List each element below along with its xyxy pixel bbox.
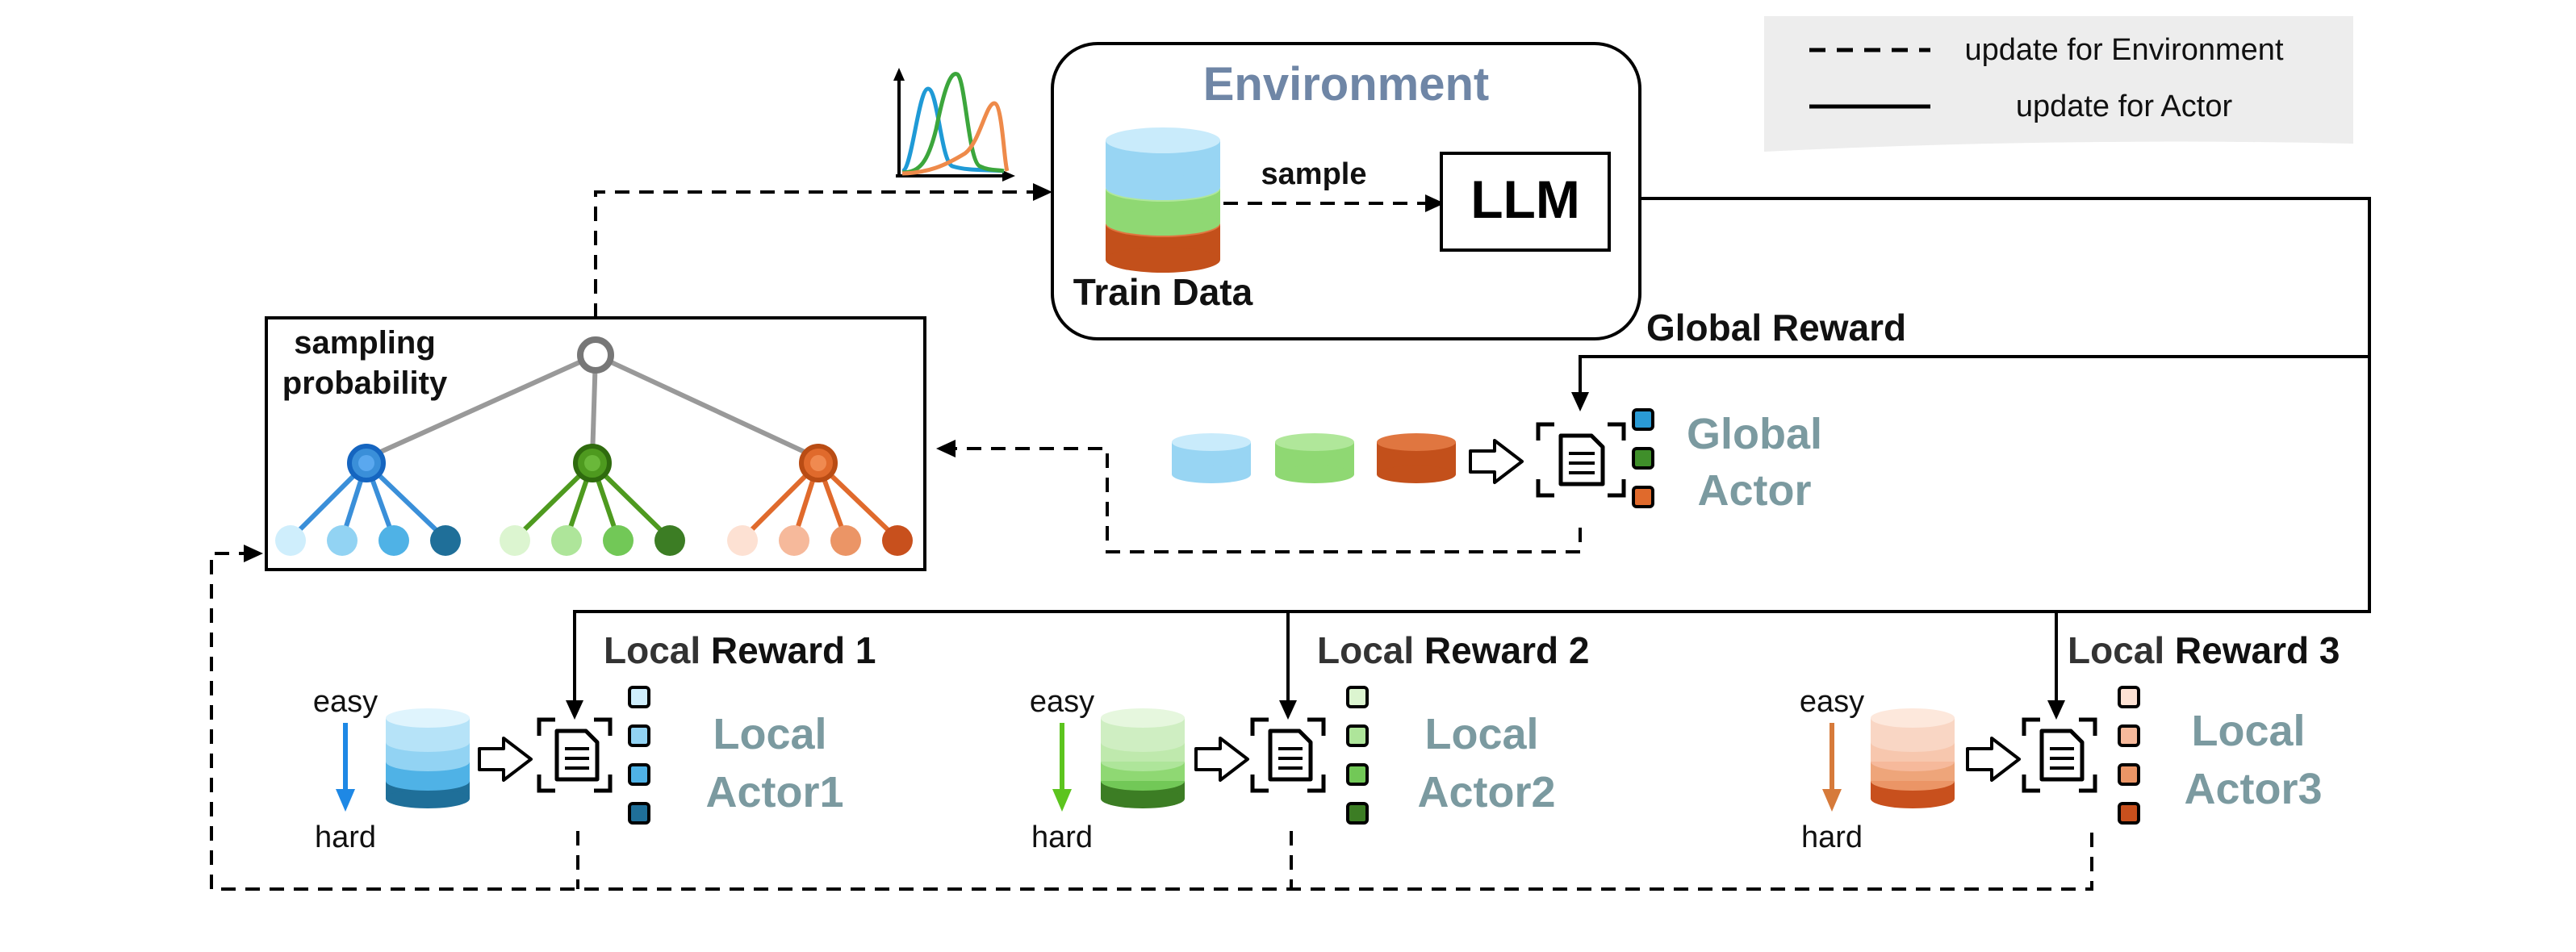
local-2-database-icon: [1101, 708, 1185, 808]
dashed-locals-to-tree: [210, 552, 2093, 891]
orange-branch: [727, 444, 913, 556]
local-3-difficulty-arrowhead: [1822, 789, 1842, 812]
global-actor-label-line2: Actor: [1697, 466, 1811, 515]
local-actor-3-label-line1: Local: [2191, 707, 2305, 755]
local-reward-2-label: Local Reward 2: [1317, 629, 1589, 671]
local-reward-2-arrowhead: [1279, 700, 1297, 720]
global-reward-arrowhead: [1571, 392, 1589, 411]
global-reward-label: Global Reward: [1646, 307, 1906, 349]
environment-title: Environment: [1203, 58, 1490, 111]
local-actor-2-label-line2: Actor2: [1417, 768, 1555, 816]
legend-dashed-label: update for Environment: [1964, 33, 2283, 67]
local-3-document-icon: [2022, 717, 2097, 793]
global-hollow-arrow-icon: [1469, 439, 1524, 484]
sampling-label-line1: sampling: [294, 325, 436, 361]
green-branch: [500, 444, 685, 556]
llm-box: [1440, 152, 1611, 252]
solid-llm-to-rewards: [573, 197, 2371, 704]
global-databases: [1172, 433, 1456, 483]
local-1-document-icon: [537, 717, 613, 793]
legend: update for Environment update for Actor: [1764, 16, 2353, 152]
sampling-label-line2: probability: [282, 365, 448, 401]
distribution-curves-icon: [893, 68, 1015, 182]
local-1-score-squares: [628, 686, 650, 825]
blue-branch: [275, 444, 461, 556]
dashed-tree-to-environment-arrowhead: [1033, 183, 1052, 201]
sampling-tree-box: [265, 316, 926, 571]
local-actor-2-group: Local Reward 2 easy hard: [1030, 629, 1590, 854]
dashed-locals-to-tree-arrowhead: [244, 545, 263, 562]
legend-solid-label: update for Actor: [2016, 90, 2233, 123]
local-2-easy-label: easy: [1030, 685, 1094, 719]
local-reward-3-arrowhead: [2047, 700, 2065, 720]
local-2-hard-label: hard: [1031, 820, 1093, 854]
local-reward-3-label: Local Reward 3: [2068, 629, 2340, 671]
sampling-probability-tree: sampling probability: [265, 316, 926, 571]
llm-label: LLM: [1470, 169, 1580, 229]
local-2-difficulty-arrowhead: [1052, 789, 1072, 812]
solid-to-global-reward: [1579, 355, 2369, 395]
sample-label: sample: [1261, 157, 1367, 191]
train-data-label: Train Data: [1073, 271, 1253, 313]
local-3-database-icon: [1871, 708, 1955, 808]
global-score-squares: [1632, 408, 1654, 508]
local-2-score-squares: [1346, 686, 1369, 825]
local-3-hollow-arrow-icon: [1966, 737, 2021, 782]
local-2-document-icon: [1250, 717, 1326, 793]
local-1-hollow-arrow-icon: [478, 737, 533, 782]
database-green-icon: [1275, 433, 1354, 483]
local-actor-3-label-line2: Actor3: [2184, 765, 2322, 813]
local-actor-1-label-line1: Local: [713, 710, 826, 758]
dashed-global-to-tree: [956, 447, 1582, 553]
local-1-easy-label: easy: [313, 685, 378, 719]
global-document-icon: [1536, 422, 1626, 498]
local-actor-2-label-line1: Local: [1424, 710, 1538, 758]
local-actor-1-group: Local Reward 1 easy hard: [313, 629, 876, 854]
local-1-hard-label: hard: [315, 820, 376, 854]
sample-arrowhead: [1425, 194, 1445, 212]
local-2-hollow-arrow-icon: [1194, 737, 1249, 782]
local-1-difficulty-arrowhead: [336, 789, 355, 812]
tree-root-node: [577, 336, 614, 374]
environment-panel: Environment Train Data sample LLM: [1051, 42, 1641, 340]
database-orange-icon: [1377, 433, 1456, 483]
local-3-score-squares: [2118, 686, 2140, 825]
dashed-tree-to-environment: [594, 190, 1036, 318]
database-blue-icon: [1172, 433, 1251, 483]
local-reward-1-arrowhead: [566, 700, 583, 720]
local-3-hard-label: hard: [1801, 820, 1863, 854]
train-data-database-icon: [1106, 127, 1220, 273]
local-3-easy-label: easy: [1800, 685, 1864, 719]
local-1-database-icon: [386, 708, 470, 808]
global-actor-label-line1: Global: [1687, 410, 1822, 458]
local-actor-3-group: Local Reward 3 easy hard: [1800, 629, 2340, 854]
legend-background: [1764, 16, 2353, 152]
local-reward-1-label: Local Reward 1: [604, 629, 876, 671]
dashed-global-to-tree-arrowhead: [936, 440, 956, 457]
local-actor-1-label-line2: Actor1: [705, 768, 843, 816]
